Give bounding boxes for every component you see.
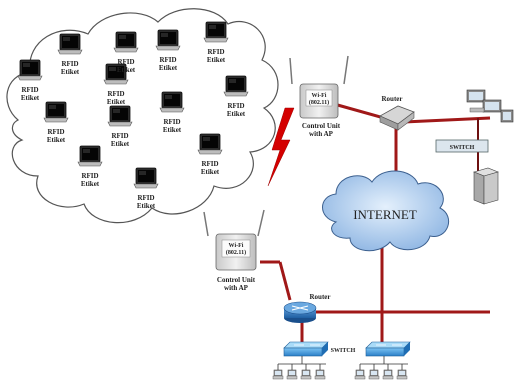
- ap-lower-caption-line1: Control Unit: [217, 276, 256, 284]
- switch-top: SWITCH: [435, 139, 489, 153]
- rfid-device-4: [203, 21, 229, 43]
- internet-cloud: [322, 170, 450, 252]
- rfid-device-1: [57, 33, 83, 55]
- router-bottom-label: Router: [310, 293, 331, 301]
- ap-lower-badge-line1: Wi-Fi: [229, 243, 244, 249]
- switch-bottom-label: SWITCH: [331, 348, 356, 354]
- rfid-device-5: [223, 75, 249, 97]
- server: [473, 167, 499, 205]
- rfid-device-8: [159, 91, 185, 113]
- switch-bottom-left: SWITCH: [283, 341, 356, 357]
- rfid-device-7: [107, 105, 133, 127]
- rfid-device-13: [17, 59, 43, 81]
- ap-lower-badge-line2: (802.11): [226, 249, 246, 256]
- wireless-link-bolt: [267, 107, 295, 187]
- network-wires: [260, 102, 491, 350]
- pc-group-left: [272, 356, 326, 380]
- rfid-device-10: [77, 145, 103, 167]
- rfid-device-11: [133, 167, 159, 189]
- router-top-label: Router: [382, 95, 403, 103]
- rfid-cloud: [6, 8, 279, 224]
- internet-label: INTERNET: [353, 207, 417, 222]
- ap-upper-caption-line1: Control Unit: [302, 122, 341, 130]
- access-point-lower: Wi-Fi (802.11) Control Unit with AP: [203, 209, 265, 292]
- rfid-label-line1: RFID: [61, 60, 78, 68]
- ap-lower-caption-line2: with AP: [224, 284, 249, 292]
- ap-upper-badge-line2: (802.11): [309, 99, 329, 106]
- switch-bottom-right: [365, 341, 411, 357]
- access-point-upper: Wi-Fi (802.11) Control Unit with AP: [289, 55, 349, 138]
- ap-upper-caption-line2: with AP: [309, 130, 334, 138]
- workstation-cluster-top: [466, 89, 514, 123]
- router-bottom: Router: [283, 293, 331, 323]
- rfid-device-6: [43, 101, 69, 123]
- router-top: Router: [379, 95, 415, 131]
- rfid-device-3: [155, 29, 181, 51]
- ap-upper-badge-line1: Wi-Fi: [312, 93, 327, 99]
- switch-top-label: SWITCH: [450, 145, 475, 151]
- rfid-device-9: [197, 133, 223, 155]
- rfid-device-2: [113, 31, 139, 53]
- pc-group-right: [354, 356, 408, 380]
